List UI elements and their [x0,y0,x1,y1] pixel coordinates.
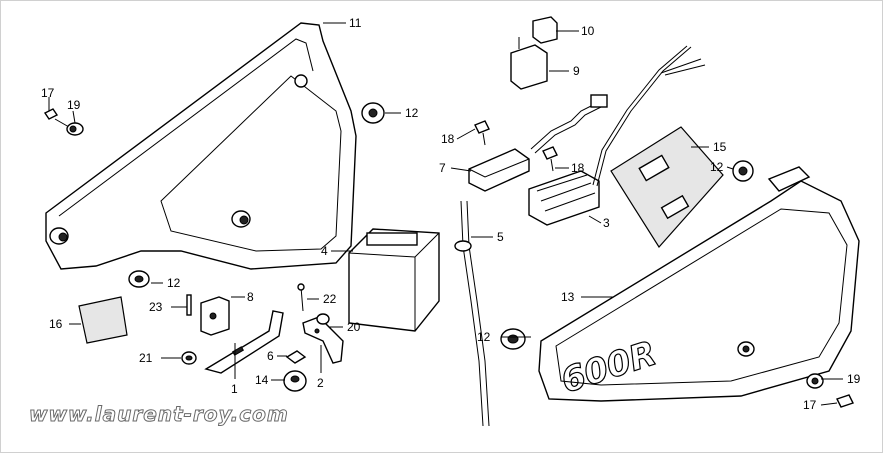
grommet-12-top [361,102,385,124]
callout-18-left: 18 [441,132,455,146]
callout-16: 16 [49,317,63,331]
breather-tube-5 [454,200,490,427]
callout-6: 6 [267,349,274,363]
wiring-harness [530,45,706,187]
callout-7: 7 [439,161,446,175]
clip-6 [285,350,307,364]
callout-10: 10 [581,24,595,38]
grommet-14 [283,370,307,392]
grommet-12-low [500,328,526,350]
grommet-12-right [732,160,754,182]
nut-20 [316,313,330,325]
callout-17-right: 17 [803,398,817,412]
callout-18-right: 18 [571,161,585,175]
watermark: www.laurent-roy.com [29,402,289,426]
callout-4: 4 [321,244,328,258]
grommet-19-right [806,373,824,389]
callout-2: 2 [317,376,324,390]
nut-21 [181,351,197,365]
callout-13: 13 [561,290,575,304]
callout-19-right: 19 [847,372,861,386]
callout-20: 20 [347,320,361,334]
cap-10 [532,16,558,44]
callout-17-left: 17 [41,86,55,100]
callout-11: 11 [349,16,362,30]
regulator-3 [528,170,600,226]
label-15 [610,126,724,248]
callout-12-mid: 12 [167,276,181,290]
battery-4 [348,228,440,332]
leader-lines [48,22,843,406]
block-8 [200,296,230,336]
callout-8: 8 [247,290,254,304]
callout-14: 14 [255,373,269,387]
callout-21: 21 [139,351,153,365]
relay-7 [468,148,530,192]
callout-1: 1 [231,382,238,396]
pin-22 [297,283,305,312]
right-side-cover [538,166,860,402]
plate-16 [78,296,128,344]
grommet-12-mid [128,270,150,288]
screw-17-right [836,394,854,408]
callout-23: 23 [149,300,163,314]
left-side-cover [45,22,357,270]
callout-12-top: 12 [405,106,419,120]
bolt-18-left [474,120,490,146]
callout-12-low: 12 [477,330,491,344]
callout-15: 15 [713,140,727,154]
callout-3: 3 [603,216,610,230]
grommet-19-left [66,122,84,136]
callout-12-right: 12 [710,160,724,174]
callout-19-left: 19 [67,98,81,112]
callout-labels: 11 10 9 17 19 12 18 7 18 15 12 3 5 4 12 … [41,16,861,412]
flasher-9 [510,37,548,90]
bolt-18-right [542,146,558,172]
callout-22: 22 [323,292,337,306]
pin-23 [186,294,192,316]
screw-17-left [43,108,70,128]
callout-9: 9 [573,64,580,78]
callout-5: 5 [497,230,504,244]
